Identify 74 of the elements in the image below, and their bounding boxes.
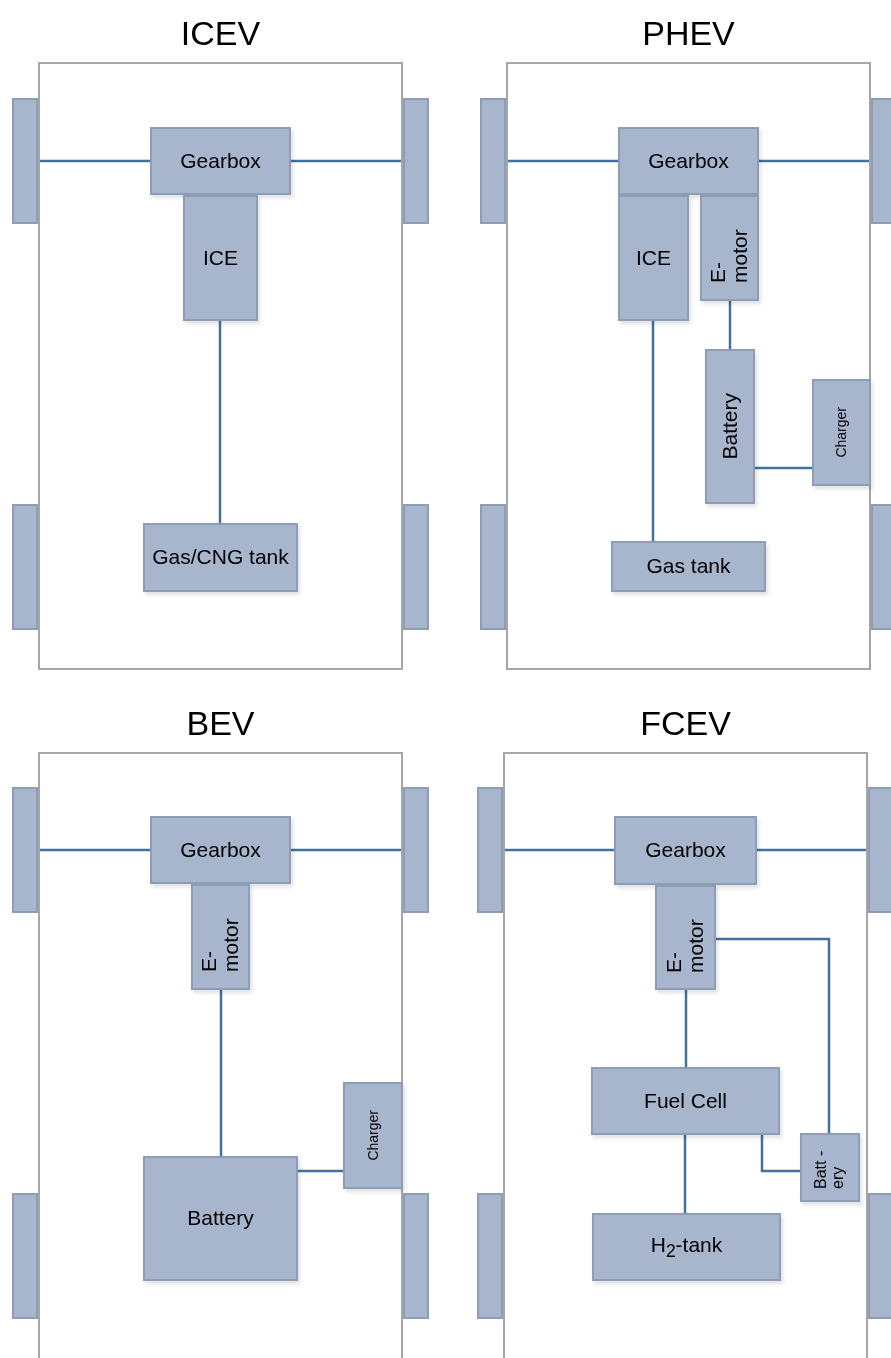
panel-title: BEV: [186, 703, 255, 744]
connector-line: [503, 848, 614, 852]
component-box: [655, 885, 716, 990]
component-label: Battery: [187, 1207, 254, 1230]
connector-line: [219, 990, 223, 1156]
wheel: [868, 787, 891, 913]
connector-line: [291, 159, 403, 163]
connector-line: [684, 990, 688, 1067]
connector-line: [683, 1135, 687, 1213]
component-label: Fuel Cell: [644, 1089, 727, 1112]
component-label: Charger: [834, 407, 849, 458]
wheel: [403, 787, 429, 913]
component-box: [700, 195, 759, 301]
component-label: Gearbox: [180, 838, 261, 861]
component-label: Gas/CNG tank: [152, 546, 289, 569]
wheel: [403, 98, 429, 224]
component-box: [343, 1082, 403, 1189]
component-box: [611, 541, 766, 592]
wheel: [480, 504, 506, 630]
wheel: [477, 1193, 503, 1319]
connector-line: [38, 848, 150, 852]
connector-line: [651, 321, 655, 541]
component-box: [150, 816, 291, 884]
component-box: [812, 379, 871, 486]
component-box: [705, 349, 755, 504]
connector-line: [760, 1135, 800, 1173]
component-label: E- motor: [707, 228, 752, 283]
component-label: E- motor: [198, 917, 243, 972]
connector-line: [716, 937, 831, 1133]
component-box: [800, 1133, 860, 1202]
panel-title: PHEV: [642, 13, 735, 54]
component-box: [143, 523, 298, 592]
connector-line: [506, 159, 618, 163]
component-label: Gas tank: [646, 555, 731, 578]
component-box: [614, 816, 757, 885]
connector-line: [218, 321, 222, 523]
component-label: Gearbox: [180, 149, 261, 172]
wheel: [480, 98, 506, 224]
component-label: E- motor: [663, 917, 708, 973]
wheel: [12, 1193, 38, 1319]
panel-title: ICEV: [180, 13, 261, 54]
component-label: ICE: [636, 246, 671, 269]
wheel: [12, 98, 38, 224]
component-box: [618, 127, 759, 195]
wheel: [12, 504, 38, 630]
connector-line: [38, 159, 150, 163]
component-box: [191, 884, 250, 990]
component-label: ICE: [203, 246, 238, 269]
wheel: [868, 1193, 891, 1319]
component-label: Gearbox: [648, 149, 729, 172]
wheel: [871, 504, 891, 630]
component-label: H$_{2}$-tank: [650, 1233, 723, 1261]
wheel: [12, 787, 38, 913]
connector-line: [759, 159, 871, 163]
wheel: [477, 787, 503, 913]
component-label: Charger: [365, 1110, 381, 1161]
wheel: [403, 1193, 429, 1319]
component-box: [592, 1213, 781, 1281]
component-box: [591, 1067, 780, 1135]
component-box: [143, 1156, 298, 1281]
connector-line: [757, 848, 868, 852]
connector-line: [291, 848, 403, 852]
component-label: Battery: [718, 393, 741, 460]
component-label: Batt -ery: [813, 1149, 847, 1189]
panel-title: FCEV: [640, 703, 731, 744]
component-box: [150, 127, 291, 195]
component-box: [183, 195, 258, 321]
wheel: [403, 504, 429, 630]
component-box: [618, 195, 689, 321]
component-label: Gearbox: [645, 839, 726, 862]
connector-line: [298, 1169, 343, 1173]
connector-line: [728, 301, 732, 349]
wheel: [871, 98, 891, 224]
connector-line: [755, 466, 812, 470]
